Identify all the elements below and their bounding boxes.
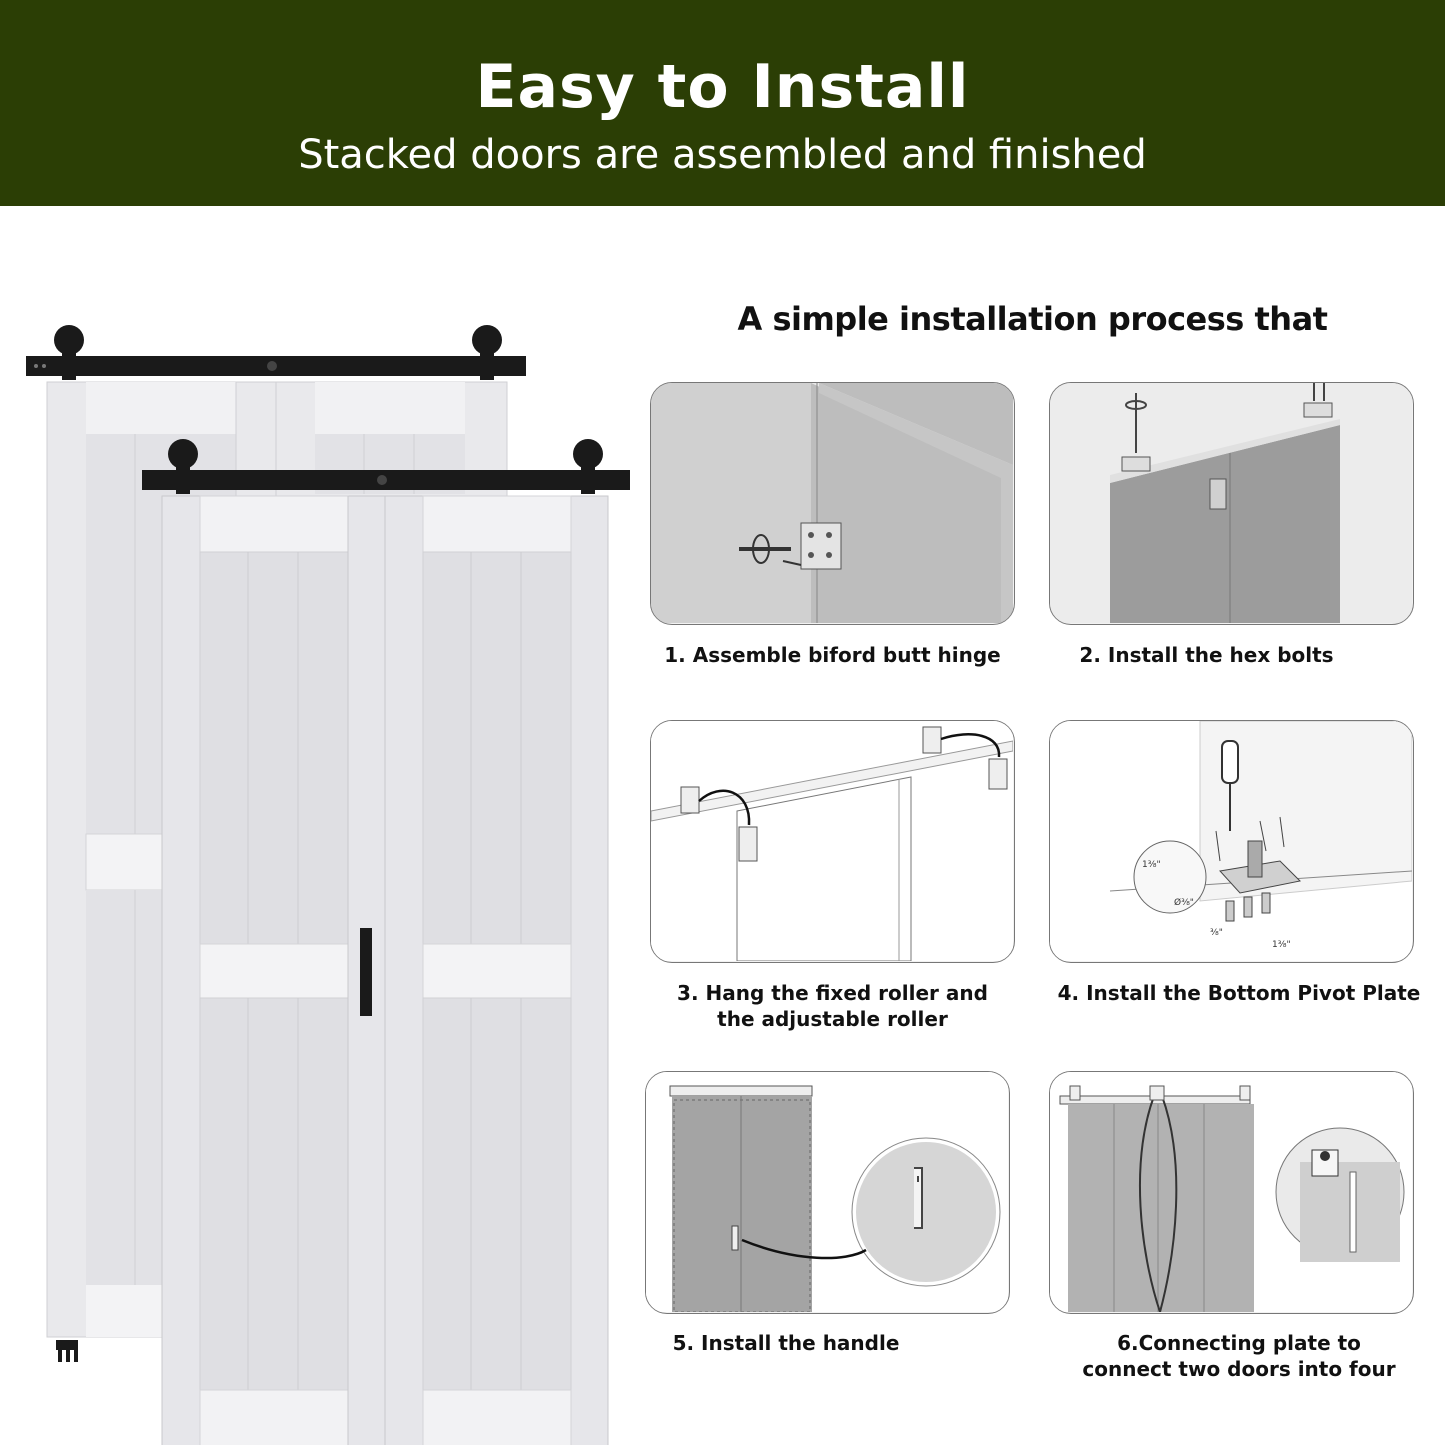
step-2-image: [1049, 382, 1414, 625]
step-3-caption-line2: the adjustable roller: [717, 1007, 948, 1031]
step-4-image: 1⅜" Ø⅜" 1⅜" ⅜": [1049, 720, 1414, 963]
dim-c: 1⅜": [1272, 940, 1291, 950]
step-6-caption-line1: 6.Connecting plate to: [1117, 1331, 1361, 1355]
banner-title: Easy to Install: [475, 52, 970, 122]
step-6-caption-line2: connect two doors into four: [1082, 1357, 1396, 1381]
step-3-caption-line1: 3. Hang the fixed roller and: [677, 981, 988, 1005]
step-3-image: [650, 720, 1015, 963]
banner-subtitle: Stacked doors are assembled and finished: [298, 132, 1147, 178]
header-banner: Easy to Install Stacked doors are assemb…: [0, 0, 1445, 206]
step-5-image: [645, 1071, 1010, 1314]
dim-a: 1⅜": [1142, 860, 1161, 870]
step-2-caption: 2. Install the hex bolts: [1079, 643, 1334, 667]
barn-doors-illustration: [26, 325, 630, 1445]
step-1-image: [650, 382, 1015, 625]
dim-d: ⅜": [1210, 928, 1223, 938]
dim-b: Ø⅜": [1174, 897, 1194, 908]
process-title: A simple installation process that: [737, 300, 1328, 338]
step-1-caption: 1. Assemble biford butt hinge: [664, 643, 1001, 667]
step-5-caption: 5. Install the handle: [672, 1331, 900, 1355]
front-door-set: [142, 439, 630, 1445]
step-4-caption: 4. Install the Bottom Pivot Plate: [1057, 981, 1421, 1005]
step-6-image: [1049, 1071, 1414, 1314]
door-handle: [360, 928, 372, 1016]
